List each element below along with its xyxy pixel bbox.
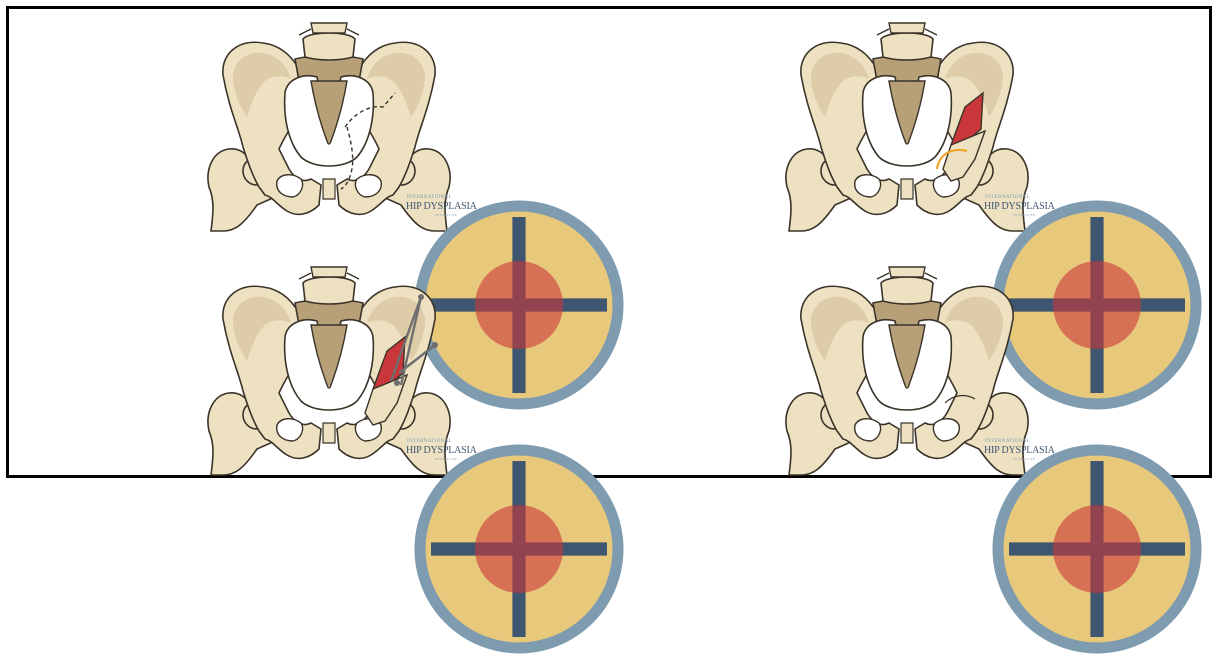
logo-line-2: HIP DYSPLASIA (406, 201, 477, 212)
screw-head (432, 342, 438, 348)
hip-logo-icon (389, 439, 649, 659)
institute-logo: INTERNATIONAL HIP DYSPLASIA INSTITUTE (389, 439, 465, 467)
logo-line-3: INSTITUTE (435, 457, 457, 461)
logo-line-3: INSTITUTE (1013, 213, 1035, 217)
logo-line-1: INTERNATIONAL (407, 195, 452, 200)
panel-fragment-rotated: INTERNATIONAL HIP DYSPLASIA INSTITUTE (777, 9, 1037, 229)
logo-line-1: INTERNATIONAL (407, 439, 452, 444)
panel-planned-osteotomy: INTERNATIONAL HIP DYSPLASIA INSTITUTE (199, 9, 459, 229)
screw-head (418, 294, 424, 300)
logo-line-2: HIP DYSPLASIA (984, 201, 1055, 212)
institute-logo: INTERNATIONAL HIP DYSPLASIA INSTITUTE (389, 195, 465, 223)
logo-line-2: HIP DYSPLASIA (406, 445, 477, 456)
panel-healed: INTERNATIONAL HIP DYSPLASIA INSTITUTE (777, 253, 1037, 473)
hip-logo-icon (967, 439, 1219, 659)
logo-line-1: INTERNATIONAL (985, 439, 1030, 444)
screw-tip (394, 380, 400, 386)
institute-logo: INTERNATIONAL HIP DYSPLASIA INSTITUTE (967, 195, 1043, 223)
panel-screws-fixed: INTERNATIONAL HIP DYSPLASIA INSTITUTE (199, 253, 459, 473)
institute-logo: INTERNATIONAL HIP DYSPLASIA INSTITUTE (967, 439, 1043, 467)
logo-line-3: INSTITUTE (1013, 457, 1035, 461)
logo-line-2: HIP DYSPLASIA (984, 445, 1055, 456)
logo-line-3: INSTITUTE (435, 213, 457, 217)
figure-frame: INTERNATIONAL HIP DYSPLASIA INSTITUTE IN… (6, 6, 1212, 478)
logo-line-1: INTERNATIONAL (985, 195, 1030, 200)
